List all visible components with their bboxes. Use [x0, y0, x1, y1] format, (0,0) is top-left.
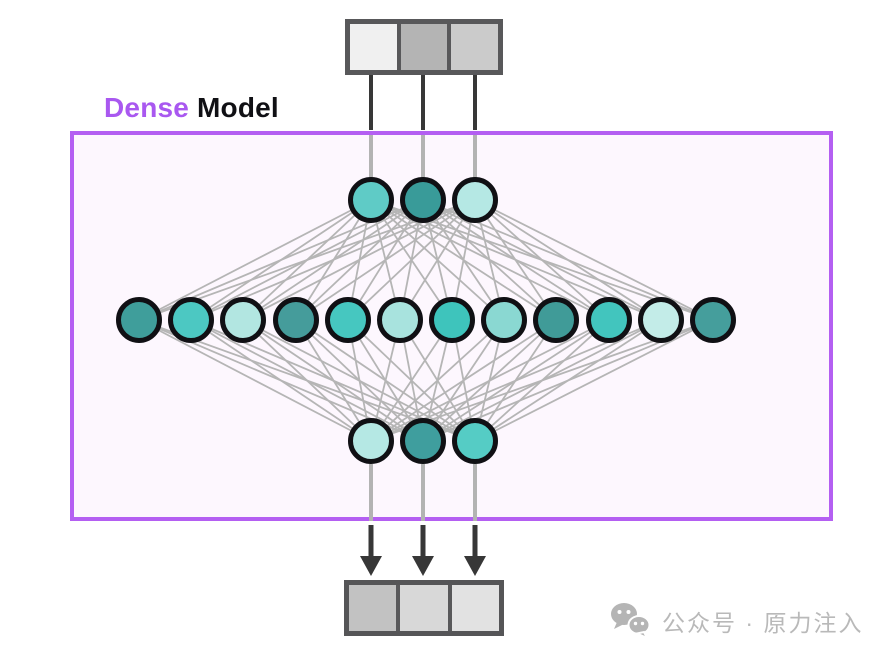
- output-token-cell-1: [349, 585, 397, 631]
- wire-top-middle: [242, 199, 476, 321]
- model-title-highlight: Dense: [104, 92, 198, 123]
- neuron-middle-4: [273, 297, 319, 343]
- input-token-cell-1: [350, 24, 397, 70]
- neuron-top-2: [400, 177, 446, 223]
- output-arrowhead: [360, 556, 382, 576]
- input-token-bar: [345, 19, 503, 75]
- wire-middle-bottom: [370, 319, 557, 442]
- neuron-bottom-2: [400, 418, 446, 464]
- output-token-cell-2: [396, 585, 448, 631]
- wire-top-middle: [474, 199, 662, 321]
- neuron-middle-2: [168, 297, 214, 343]
- neuron-middle-11: [638, 297, 684, 343]
- neuron-middle-6: [377, 297, 423, 343]
- wechat-icon: [611, 603, 651, 640]
- neuron-middle-7: [429, 297, 475, 343]
- watermark: 公众号 · 原力注入: [610, 602, 863, 640]
- wire-middle-bottom: [242, 319, 372, 442]
- output-token-bar: [344, 580, 504, 636]
- output-arrowhead: [412, 556, 434, 576]
- input-token-cell-3: [447, 24, 499, 70]
- wire-middle-bottom: [474, 319, 714, 442]
- neuron-middle-8: [481, 297, 527, 343]
- input-token-cell-2: [396, 24, 448, 70]
- wire-middle-bottom: [370, 319, 453, 442]
- neuron-middle-1: [116, 297, 162, 343]
- neuron-bottom-3: [452, 418, 498, 464]
- neuron-middle-10: [586, 297, 632, 343]
- neuron-middle-3: [220, 297, 266, 343]
- neuron-top-3: [452, 177, 498, 223]
- model-title: Dense Model: [104, 92, 279, 124]
- neuron-top-1: [348, 177, 394, 223]
- watermark-text: 公众号 · 原力注入: [662, 610, 864, 636]
- wire-top-middle: [347, 199, 476, 321]
- output-arrowhead: [464, 556, 486, 576]
- wire-top-middle: [474, 199, 610, 321]
- neuron-bottom-1: [348, 418, 394, 464]
- wire-middle-bottom: [190, 319, 372, 442]
- wire-middle-bottom: [370, 319, 505, 442]
- wire-middle-bottom: [138, 319, 372, 442]
- neuron-middle-5: [325, 297, 371, 343]
- neuron-middle-9: [533, 297, 579, 343]
- model-title-rest: Model: [197, 92, 279, 123]
- wire-top-middle: [295, 199, 476, 321]
- neuron-middle-12: [690, 297, 736, 343]
- output-token-cell-3: [447, 585, 499, 631]
